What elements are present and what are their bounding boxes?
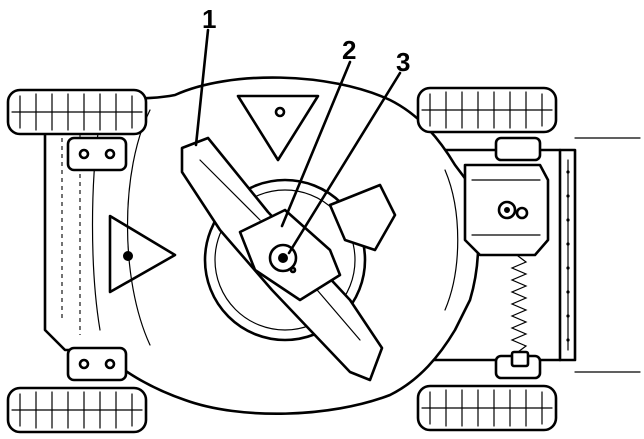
deck-vent-front bbox=[236, 94, 320, 162]
callout-leaders bbox=[194, 28, 402, 255]
callout-1-label: 1 bbox=[202, 4, 216, 34]
rear-frame-rivets bbox=[566, 170, 570, 342]
height-bracket-front-left bbox=[66, 136, 128, 172]
wheel-rear-right bbox=[416, 384, 558, 432]
deck-vent-side bbox=[108, 214, 177, 294]
wheel-front-left bbox=[6, 88, 148, 136]
blade-well bbox=[203, 178, 397, 342]
callout-2-label: 2 bbox=[342, 35, 356, 65]
drive-transmission bbox=[463, 163, 550, 257]
wheel-front-right bbox=[416, 86, 558, 134]
callout-3-label: 3 bbox=[396, 47, 410, 77]
height-bracket-front-right bbox=[494, 136, 542, 162]
height-bracket-rear-left bbox=[66, 346, 128, 382]
drive-spring bbox=[510, 255, 530, 368]
wheel-rear-left bbox=[6, 386, 148, 434]
